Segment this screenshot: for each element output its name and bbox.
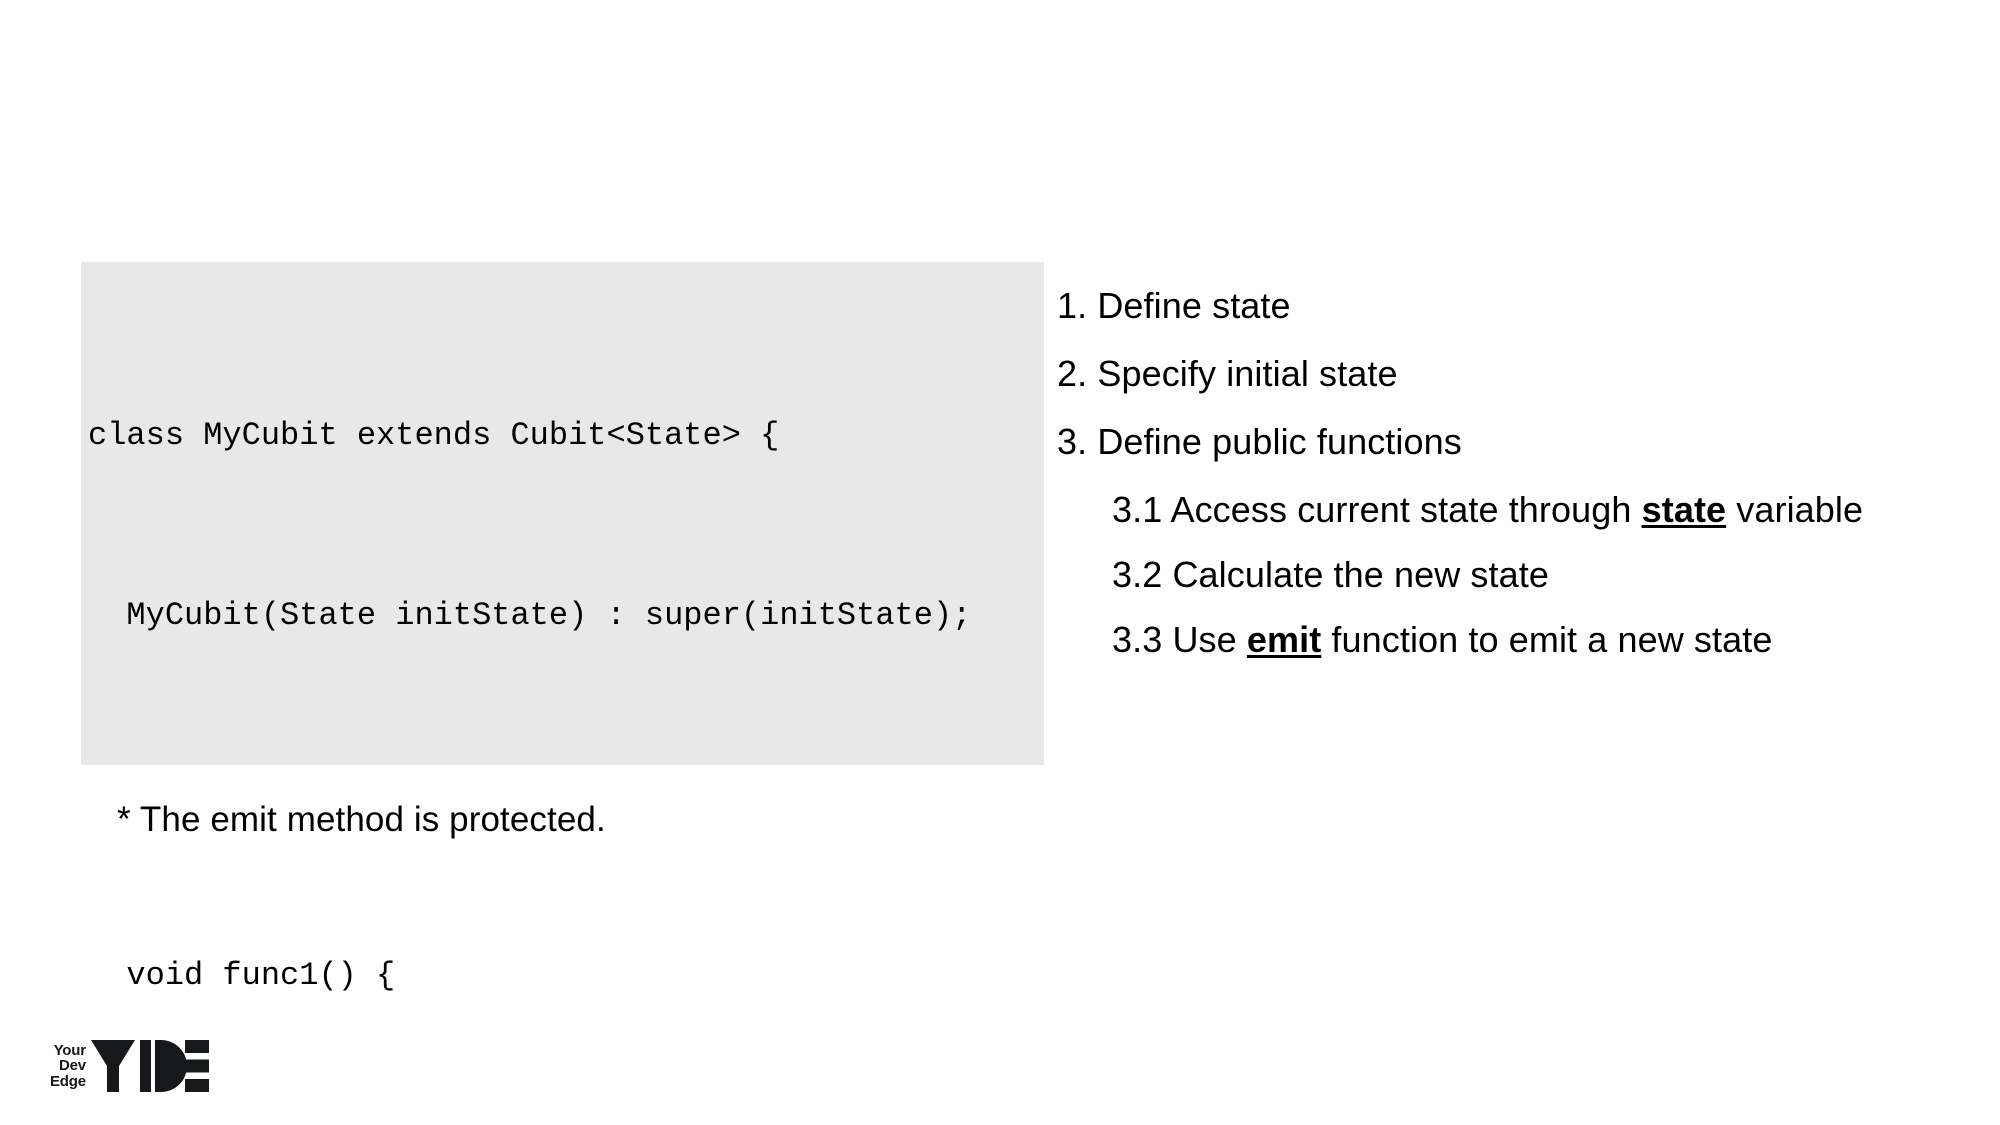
- code-line: void func1() {: [88, 957, 396, 994]
- code-content: class MyCubit extends Cubit<State> { MyC…: [81, 286, 1044, 1125]
- list-item-label-tail: variable: [1726, 489, 1864, 530]
- list-item-label: Define public functions: [1087, 421, 1462, 462]
- list-item-number: 3.: [1057, 421, 1088, 462]
- list-item: 1. Define state: [1057, 288, 1957, 324]
- steps-list: 1. Define state 2. Specify initial state…: [1057, 288, 1957, 687]
- list-item: 3.3 Use emit function to emit a new stat…: [1112, 622, 1957, 658]
- logo-tagline: Your Dev Edge: [50, 1043, 86, 1090]
- code-line: MyCubit(State initState) : super(initSta…: [88, 597, 972, 634]
- code-line: class MyCubit extends Cubit<State> {: [88, 417, 780, 454]
- list-item-label: Calculate the new state: [1162, 554, 1549, 595]
- logo-tagline-line1: Your: [53, 1041, 86, 1059]
- list-item-label: Use: [1162, 619, 1247, 660]
- list-item-number: 3.2: [1112, 554, 1163, 595]
- list-item-label: Define state: [1087, 285, 1291, 326]
- logo-tagline-line3: Edge: [50, 1072, 86, 1090]
- brand-logo: Your Dev Edge: [50, 1040, 209, 1092]
- list-item-number: 3.3: [1112, 619, 1163, 660]
- yde-wordmark-icon: [90, 1040, 209, 1092]
- logo-tagline-line2: Dev: [58, 1057, 86, 1075]
- list-item: 3.1 Access current state through state v…: [1112, 492, 1957, 528]
- list-item-emphasis: emit: [1246, 619, 1322, 660]
- code-block: class MyCubit extends Cubit<State> { MyC…: [81, 262, 1044, 994]
- list-item-label-tail: function to emit a new state: [1321, 619, 1773, 660]
- list-item-label: Access current state through: [1162, 489, 1642, 530]
- list-item-number: 2.: [1057, 353, 1088, 394]
- list-item-label: Specify initial state: [1087, 353, 1398, 394]
- list-item-number: 3.1: [1112, 489, 1163, 530]
- list-item-number: 1.: [1057, 285, 1088, 326]
- list-item-emphasis: state: [1641, 489, 1727, 530]
- list-item: 3.2 Calculate the new state: [1112, 557, 1957, 593]
- footnote-text: * The emit method is protected.: [117, 800, 606, 839]
- list-item: 3. Define public functions: [1057, 424, 1957, 460]
- list-item: 2. Specify initial state: [1057, 356, 1957, 392]
